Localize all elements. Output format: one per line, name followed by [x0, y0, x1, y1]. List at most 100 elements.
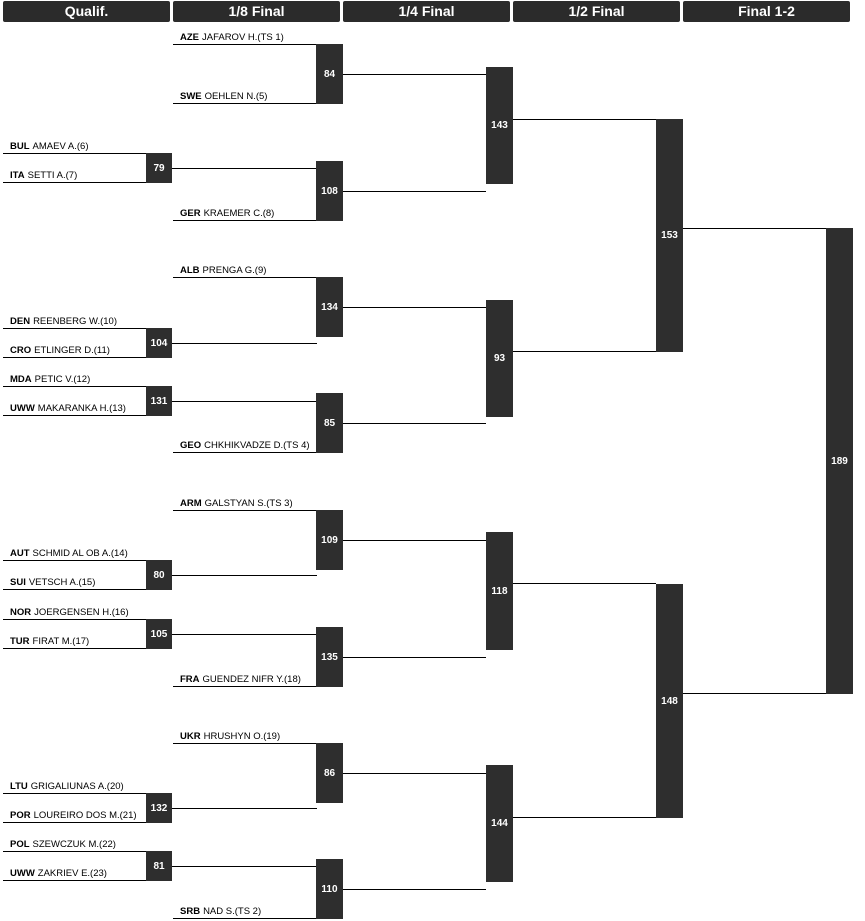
bout-number[interactable]: 144	[486, 765, 513, 882]
round-header-1: Qualif.	[3, 1, 170, 22]
bracket-line	[3, 415, 148, 416]
round-header-4: 1/2 Final	[513, 1, 680, 22]
bracket-line	[3, 153, 148, 154]
bracket-line	[173, 452, 318, 453]
bout-number[interactable]: 118	[486, 532, 513, 650]
bracket-line	[343, 74, 486, 75]
round-header-3: 1/4 Final	[343, 1, 510, 22]
bracket-line	[172, 634, 317, 635]
bout-number[interactable]: 153	[656, 119, 683, 352]
bout-number[interactable]: 189	[826, 228, 853, 694]
country-code: BUL	[10, 141, 30, 152]
bracket-line	[173, 510, 318, 511]
bracket-line	[3, 648, 148, 649]
bracket-line	[513, 351, 656, 352]
country-code: CRO	[10, 345, 32, 356]
competitor-name: SCHMID AL OB A.(14)	[32, 548, 128, 559]
country-code: ARM	[180, 498, 202, 509]
bout-number[interactable]: 93	[486, 300, 513, 417]
bout-number[interactable]: 84	[316, 44, 343, 104]
country-code: TUR	[10, 636, 30, 647]
bout-number[interactable]: 135	[316, 627, 343, 687]
bout-number[interactable]: 81	[146, 851, 172, 881]
competitor-name: PETIC V.(12)	[34, 374, 91, 385]
bracket-line	[172, 575, 317, 576]
bout-number[interactable]: 148	[656, 584, 683, 818]
country-code: AZE	[180, 32, 199, 43]
competitor-name: OEHLEN N.(5)	[204, 91, 268, 102]
country-code: LTU	[10, 781, 28, 792]
bout-number[interactable]: 132	[146, 793, 172, 823]
country-code: ITA	[10, 170, 25, 181]
round-header-5: Final 1-2	[683, 1, 850, 22]
bout-number[interactable]: 110	[316, 859, 343, 919]
bout-number[interactable]: 131	[146, 386, 172, 416]
round-header-2: 1/8 Final	[173, 1, 340, 22]
competitor-name: PRENGA G.(9)	[202, 265, 267, 276]
bout-number[interactable]: 109	[316, 510, 343, 570]
bout-number[interactable]: 105	[146, 619, 172, 649]
bracket-line	[513, 817, 656, 818]
competitor-name: JOERGENSEN H.(16)	[34, 607, 129, 618]
competitor-name: REENBERG W.(10)	[33, 316, 117, 327]
competitor-name: SZEWCZUK M.(22)	[32, 839, 116, 850]
bracket-line	[173, 743, 318, 744]
competitor-name: CHKHIKVADZE D.(TS 4)	[204, 440, 310, 451]
bout-number[interactable]: 108	[316, 161, 343, 221]
bout-number[interactable]: 79	[146, 153, 172, 183]
country-code: GEO	[180, 440, 202, 451]
competitor-name: ZAKRIEV E.(23)	[37, 868, 107, 879]
country-code: NOR	[10, 607, 32, 618]
competitor-name: MAKARANKA H.(13)	[37, 403, 126, 414]
bracket-line	[172, 866, 317, 867]
bracket-line	[343, 773, 486, 774]
bout-number[interactable]: 143	[486, 67, 513, 184]
country-code: SWE	[180, 91, 202, 102]
bracket-line	[173, 918, 318, 919]
bracket-line	[343, 307, 486, 308]
bout-number[interactable]: 104	[146, 328, 172, 358]
country-code: DEN	[10, 316, 31, 327]
bout-number[interactable]: 85	[316, 393, 343, 453]
bout-number[interactable]: 134	[316, 277, 343, 337]
competitor-name: LOUREIRO DOS M.(21)	[33, 810, 137, 821]
bout-number[interactable]: 80	[146, 560, 172, 590]
bracket-line	[3, 560, 148, 561]
bout-number[interactable]: 86	[316, 743, 343, 803]
competitor-name: KRAEMER C.(8)	[203, 208, 275, 219]
competitor-name: VETSCH A.(15)	[28, 577, 96, 588]
country-code: MDA	[10, 374, 32, 385]
bracket-line	[172, 808, 317, 809]
bracket-line	[513, 119, 656, 120]
bracket-line	[343, 889, 486, 890]
country-code: SRB	[180, 906, 201, 917]
bracket-line	[3, 589, 148, 590]
competitor-name: JAFAROV H.(TS 1)	[202, 32, 284, 43]
bracket-line	[3, 182, 148, 183]
bracket-line	[3, 386, 148, 387]
country-code: AUT	[10, 548, 30, 559]
